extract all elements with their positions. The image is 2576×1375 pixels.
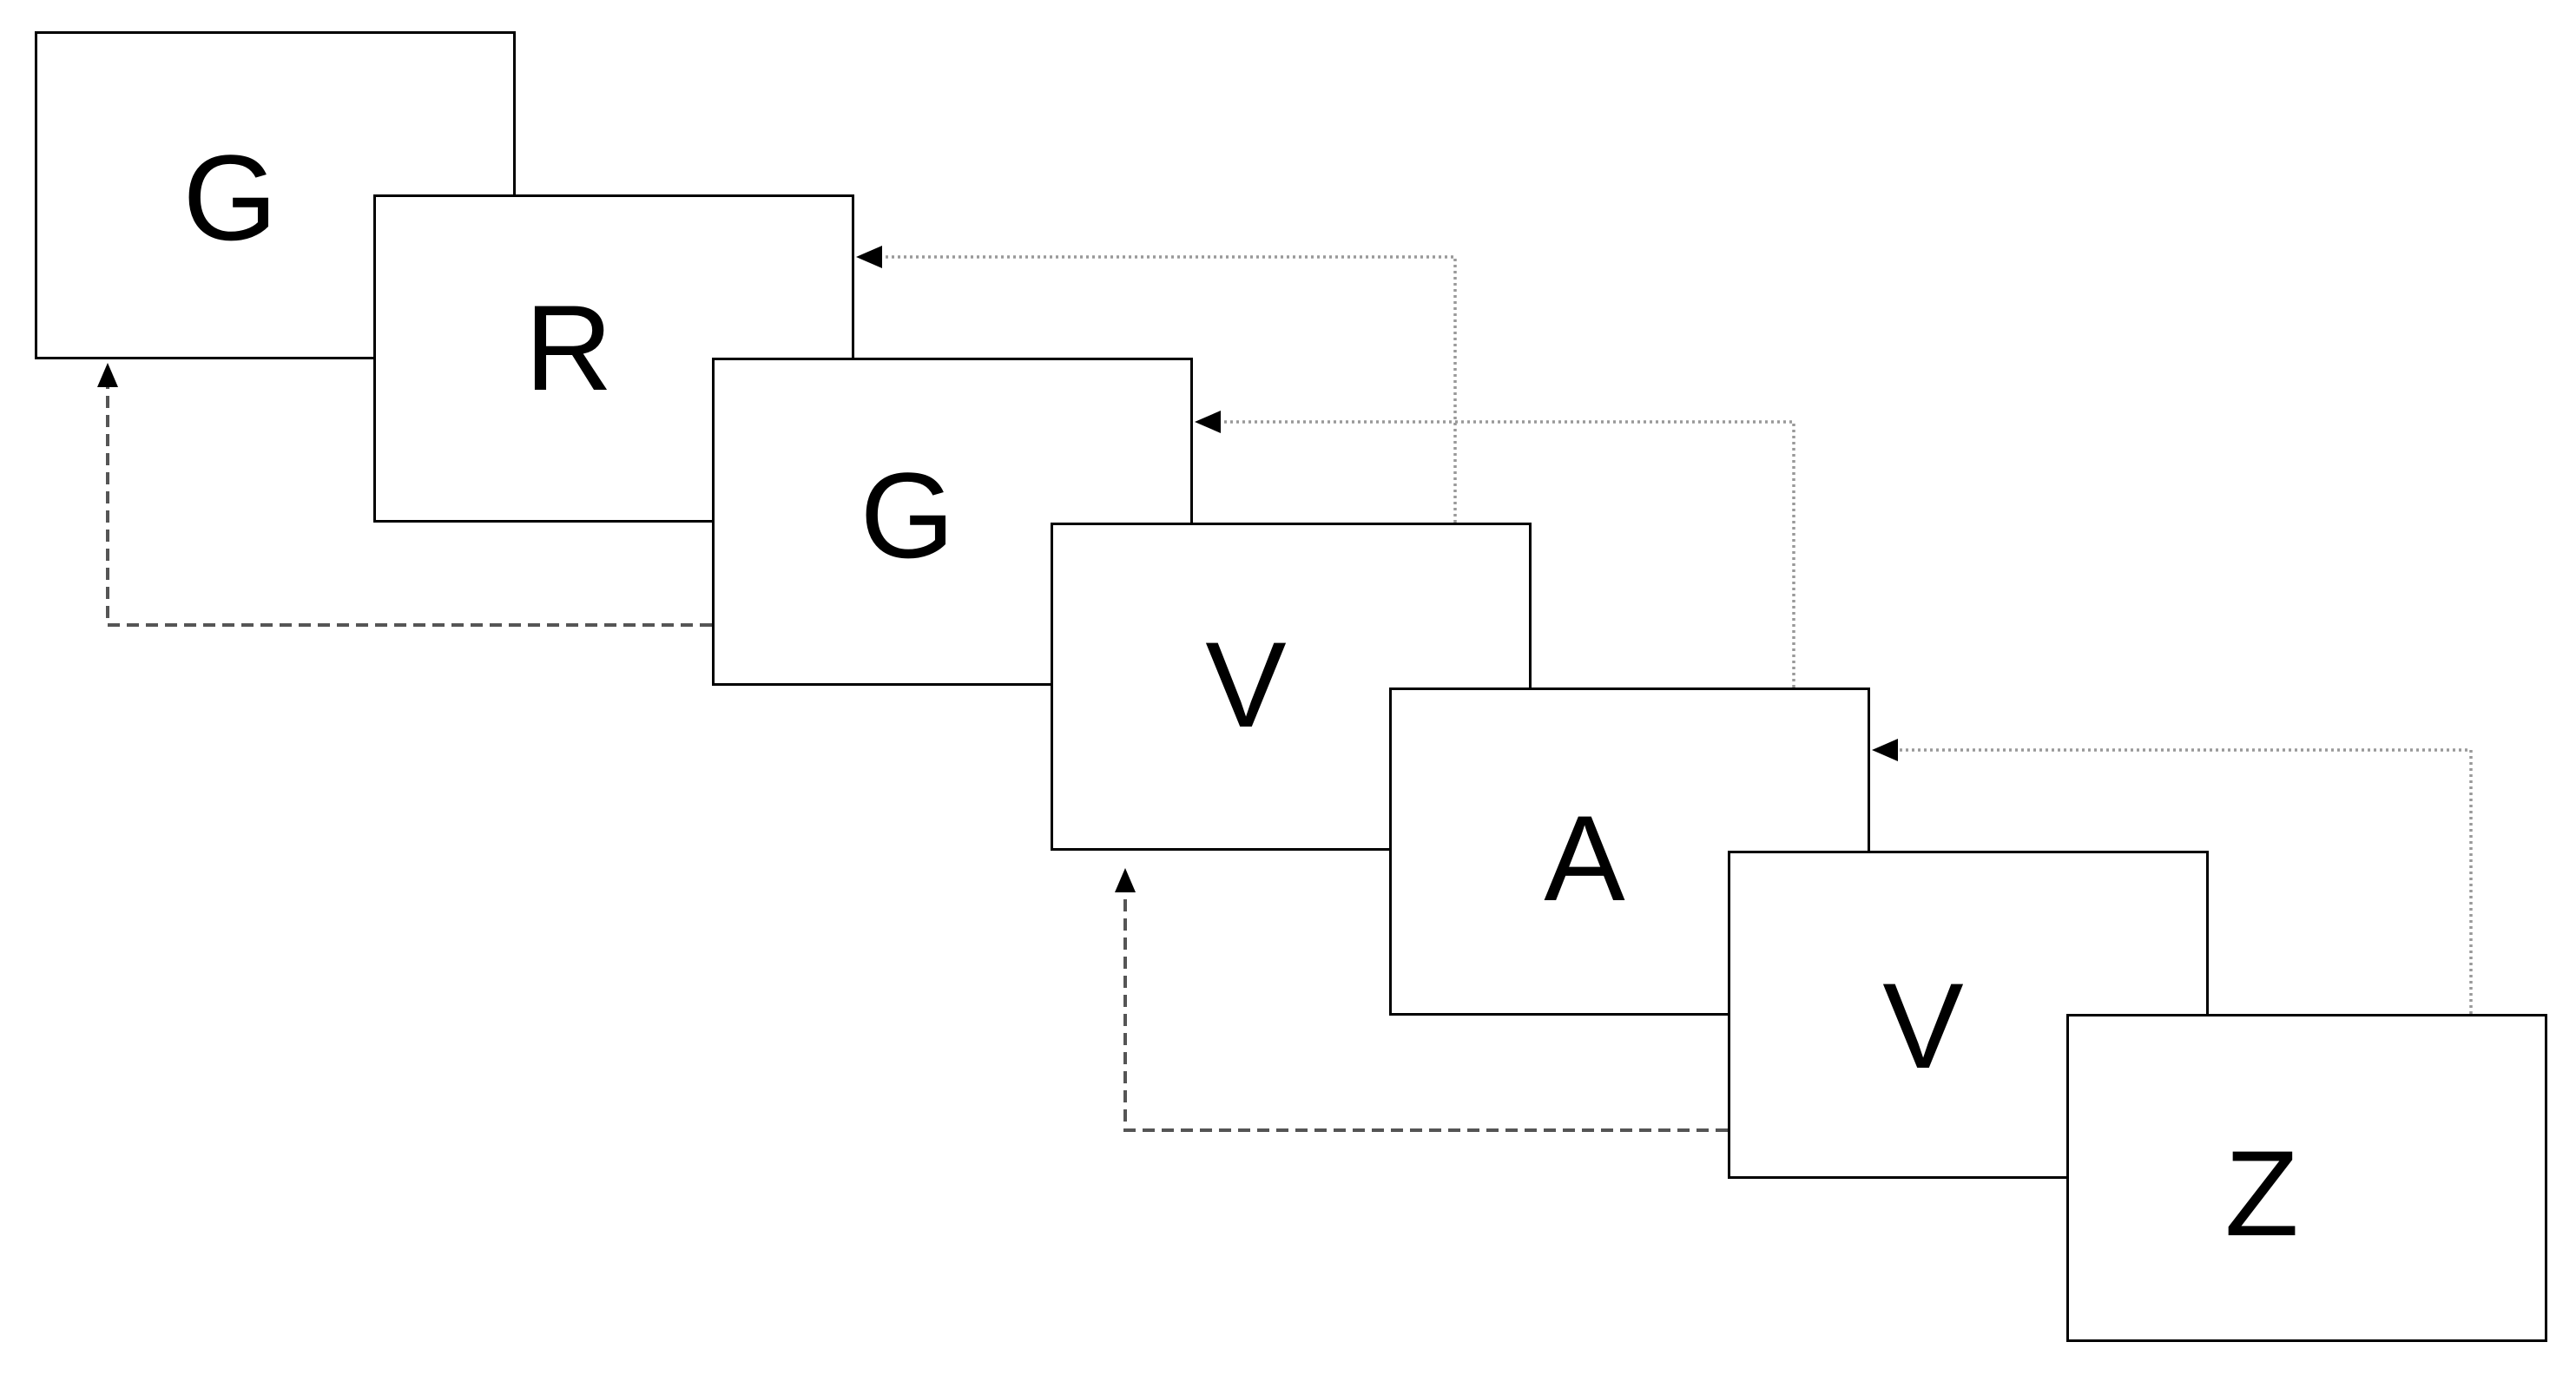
- arrowhead-icon: [856, 246, 882, 268]
- arrowhead-icon: [1115, 868, 1136, 892]
- arrowhead-icon: [1872, 739, 1898, 761]
- letter-box-7: Z: [2066, 1014, 2547, 1342]
- arrowhead-icon: [1195, 411, 1221, 433]
- arrowhead-icon: [97, 363, 118, 387]
